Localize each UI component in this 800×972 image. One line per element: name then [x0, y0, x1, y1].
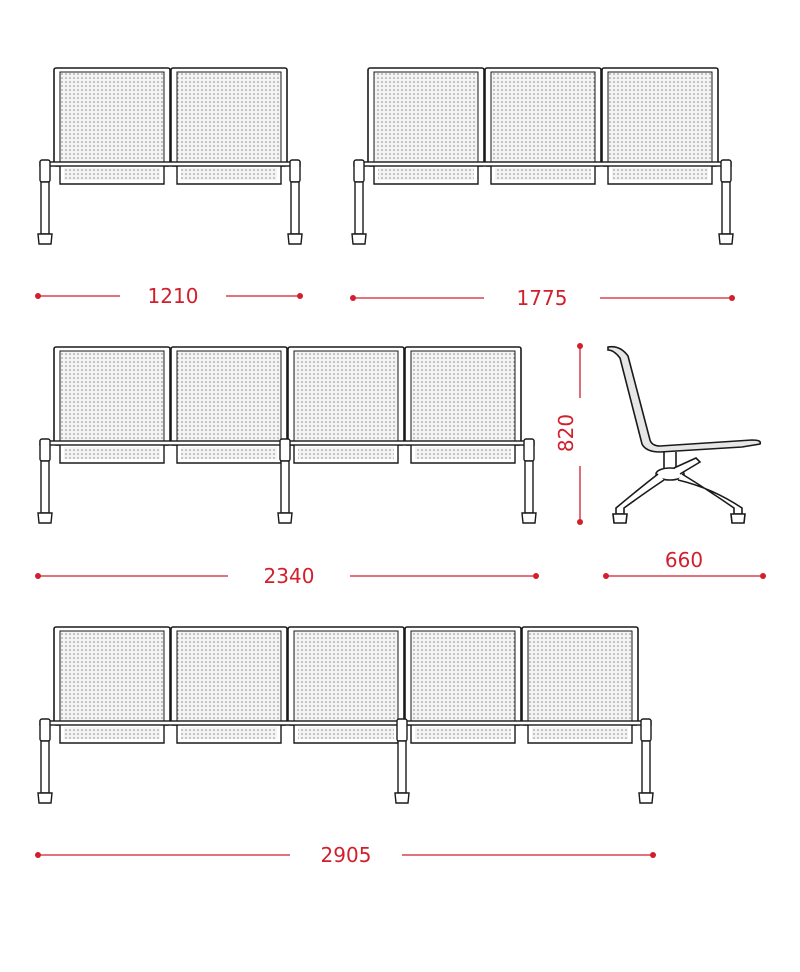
bench-seat — [170, 626, 288, 744]
bench-seat — [404, 346, 522, 464]
bench-seat — [404, 626, 522, 744]
bench-leg — [351, 159, 367, 245]
bench-seat — [53, 626, 171, 744]
bench-leg — [37, 438, 53, 524]
bench-leg — [277, 438, 293, 524]
width-label-1775: 1775 — [517, 286, 568, 310]
chair-leg-left — [615, 473, 665, 515]
bench-seat — [170, 67, 288, 185]
bench-frame-rail — [39, 720, 652, 726]
bench-frame-rail — [39, 161, 301, 167]
height-label-820: 820 — [554, 414, 578, 452]
height-dimension-820: 820 — [554, 343, 583, 525]
five-seat-bench — [37, 626, 654, 804]
chair-shell — [607, 345, 762, 453]
width-dimension-2340: 2340 — [35, 564, 539, 588]
bench-seat — [367, 67, 485, 185]
bench-frame-rail — [353, 161, 732, 167]
width-label-2905: 2905 — [321, 843, 372, 867]
depth-label-660: 660 — [665, 548, 703, 572]
bench-seat — [601, 67, 719, 185]
bench-leg — [37, 159, 53, 245]
width-label-2340: 2340 — [264, 564, 315, 588]
depth-dimension-660: 660 — [603, 548, 766, 579]
width-dimension-1775: 1775 — [350, 286, 735, 310]
width-dimension-1210: 1210 — [35, 284, 303, 308]
bench-seat — [287, 346, 405, 464]
bench-seat — [170, 346, 288, 464]
side-view-chair — [607, 345, 762, 524]
bench-leg — [394, 718, 410, 804]
four-seat-bench — [37, 346, 537, 524]
bench-leg — [638, 718, 654, 804]
bench-seat — [521, 626, 639, 744]
width-label-1210: 1210 — [148, 284, 199, 308]
bench-leg — [521, 438, 537, 524]
three-seat-bench — [351, 67, 734, 245]
bench-leg — [287, 159, 303, 245]
bench-leg — [37, 718, 53, 804]
chair-leg-right — [677, 473, 743, 515]
two-seat-bench — [37, 67, 303, 245]
chair-leg-back — [673, 457, 702, 475]
bench-seat — [53, 67, 171, 185]
bench-seat — [53, 346, 171, 464]
bench-leg — [718, 159, 734, 245]
bench-seat — [287, 626, 405, 744]
width-dimension-2905: 2905 — [35, 843, 656, 867]
